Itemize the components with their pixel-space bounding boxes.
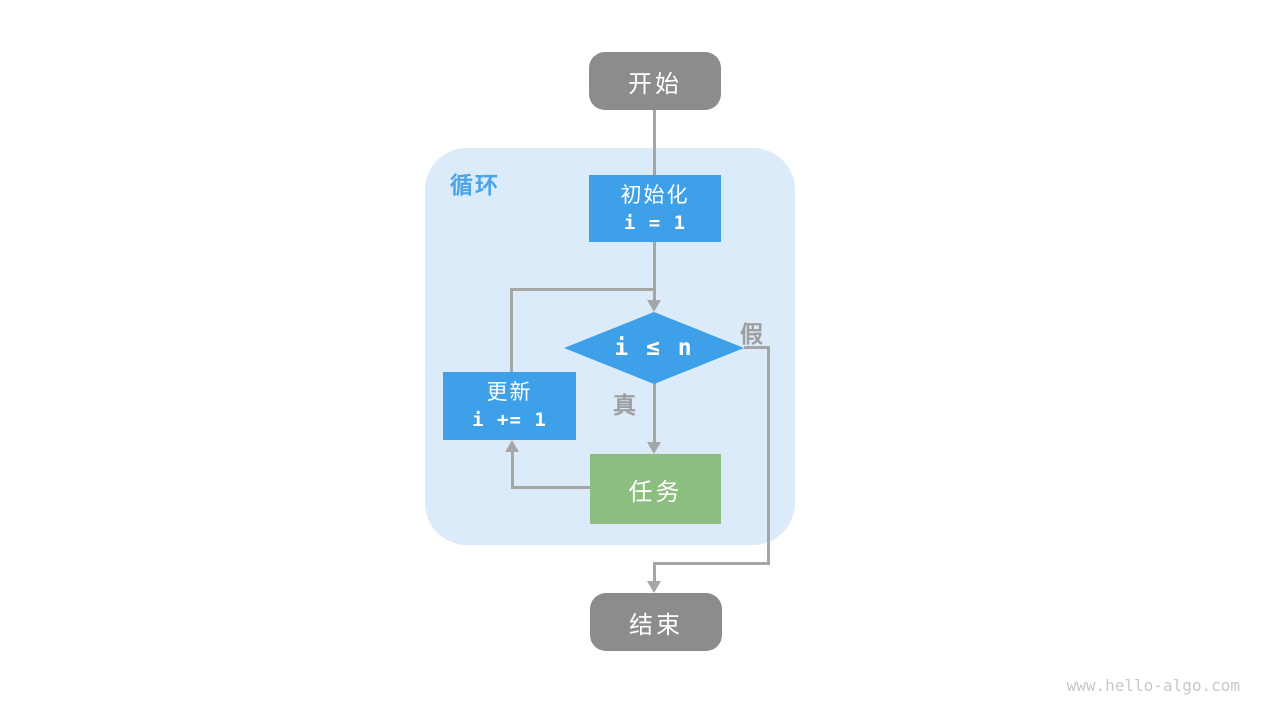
node-end: 结束	[590, 593, 722, 651]
node-start: 开始	[589, 52, 721, 110]
edge-label-false: 假	[740, 321, 763, 347]
arrowhead-into-end-icon	[647, 581, 661, 593]
node-update-label: 更新	[486, 381, 533, 404]
edge-start-to-init	[653, 110, 656, 175]
edge-false-branch-v1	[767, 346, 770, 565]
edge-task-to-update-vertical	[511, 452, 514, 489]
edge-false-branch-v2	[653, 562, 656, 583]
node-task: 任务	[590, 454, 721, 524]
node-update: 更新 i += 1	[443, 372, 576, 440]
node-init-code: i = 1	[623, 211, 687, 234]
node-end-label: 结束	[629, 611, 683, 639]
node-init-label: 初始化	[620, 183, 690, 207]
node-task-label: 任务	[628, 478, 683, 506]
edge-init-to-condition	[653, 242, 656, 301]
edge-false-branch-h2	[653, 562, 770, 565]
node-condition-code: i ≤ n	[614, 335, 694, 361]
node-update-code: i += 1	[472, 409, 547, 431]
arrowhead-into-condition-icon	[647, 300, 661, 312]
edge-false-branch-h1	[744, 346, 770, 349]
edge-task-to-update-horizontal	[511, 486, 591, 489]
edge-update-merge-horizontal	[510, 288, 656, 291]
loop-container-label: 循环	[450, 172, 500, 198]
node-start-label: 开始	[628, 70, 682, 98]
arrowhead-into-task-icon	[647, 442, 661, 454]
node-init: 初始化 i = 1	[589, 175, 721, 242]
edge-label-true: 真	[613, 392, 636, 418]
edge-update-merge-vertical	[510, 288, 513, 372]
arrowhead-into-update-icon	[505, 440, 519, 452]
watermark-url: www.hello-algo.com	[1066, 676, 1240, 695]
edge-condition-to-task	[653, 383, 656, 444]
